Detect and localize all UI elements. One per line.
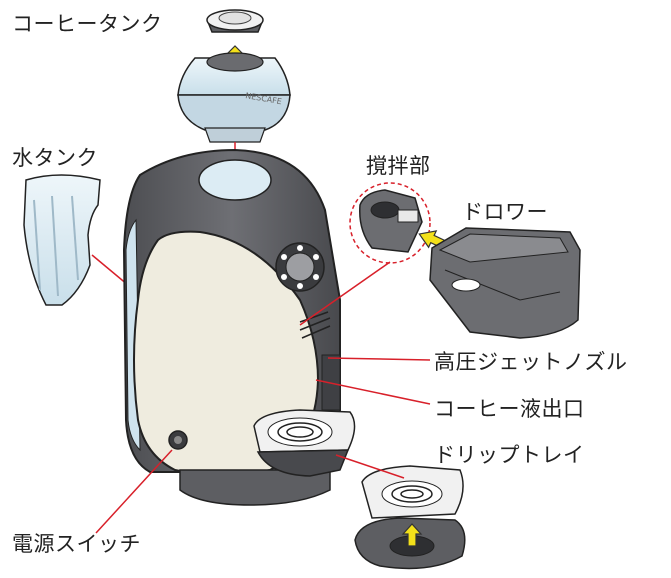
leader-drip-tray xyxy=(335,454,405,479)
label-power-switch: 電源スイッチ xyxy=(12,532,141,556)
water-tank xyxy=(23,174,101,306)
label-stirrer: 撹拌部 xyxy=(366,154,431,178)
leader-coffee-outlet xyxy=(315,379,431,405)
machine-body xyxy=(122,148,356,506)
leader-jet-nozzle xyxy=(327,357,431,361)
label-coffee-outlet: コーヒー液出口 xyxy=(434,397,585,421)
label-drawer: ドロワー xyxy=(462,200,548,224)
coffee-tank: NESCAFE xyxy=(177,52,291,143)
label-coffee-tank: コーヒータンク xyxy=(12,12,163,36)
label-jet-nozzle: 高圧ジェットノズル xyxy=(434,350,628,374)
leader-water-tank xyxy=(91,254,129,286)
drip-tray-part xyxy=(354,465,466,570)
label-drip-tray: ドリップトレイ xyxy=(434,443,585,467)
coffee-tank-lid xyxy=(206,9,264,33)
stirrer-part xyxy=(349,182,431,264)
drawer-part xyxy=(429,227,581,339)
leader-power-switch xyxy=(95,449,173,534)
leader-stirrer xyxy=(299,261,391,326)
lift-arrow-tray xyxy=(401,523,423,547)
label-water-tank: 水タンク xyxy=(12,146,98,170)
